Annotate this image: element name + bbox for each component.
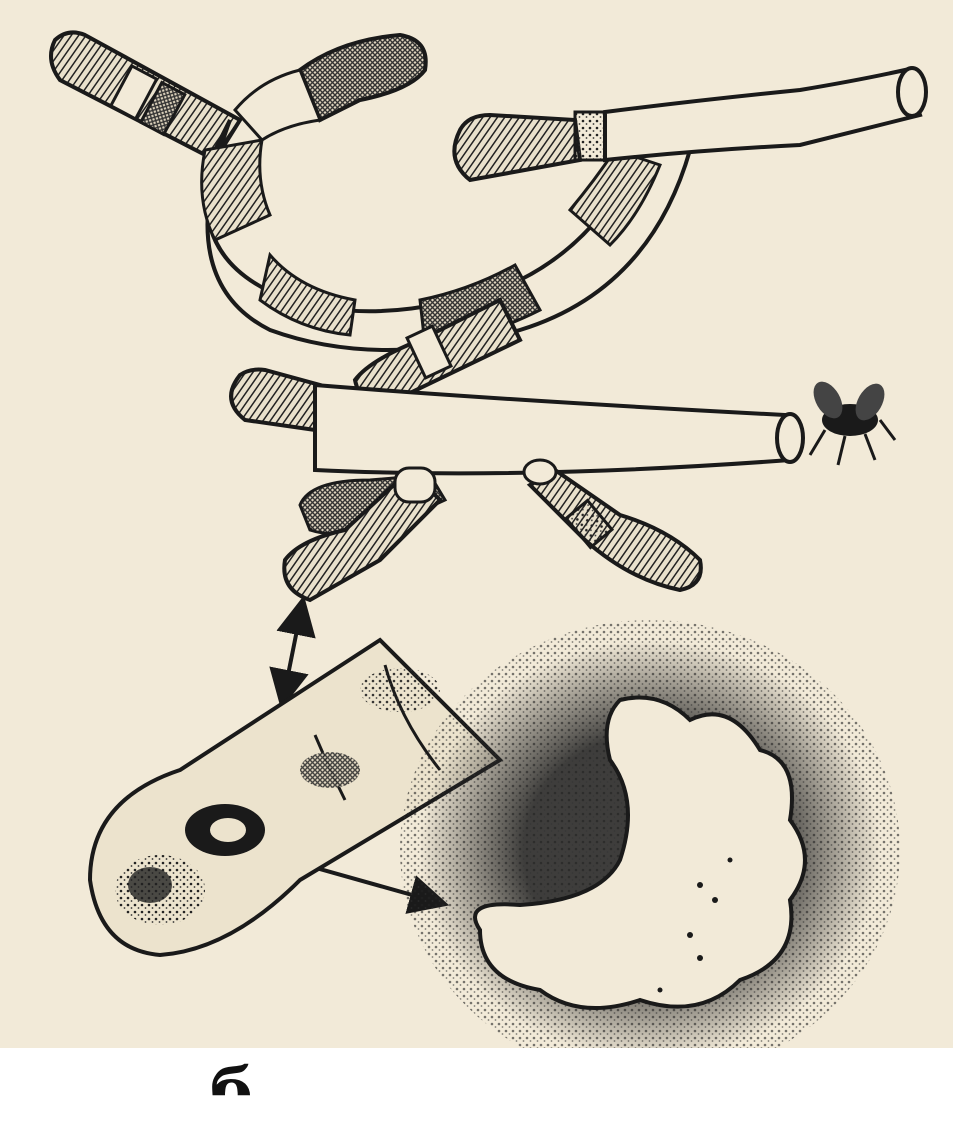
caption-strip	[0, 1048, 953, 1115]
skin-lesion	[400, 620, 900, 1080]
